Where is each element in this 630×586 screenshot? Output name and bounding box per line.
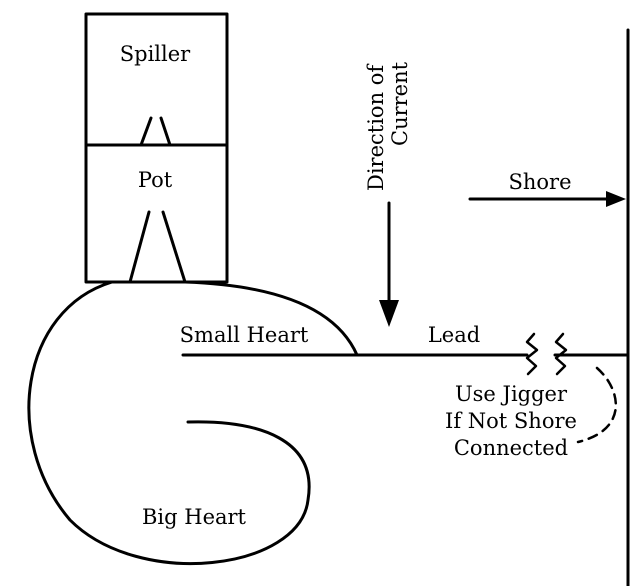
current-arrow-head xyxy=(379,300,399,327)
pot-box xyxy=(84,143,229,284)
shore-label: Shore xyxy=(508,170,571,194)
current-label: Current xyxy=(388,61,412,146)
jigger-break-right xyxy=(554,332,568,376)
big-heart-outline xyxy=(27,280,311,566)
jigger-label-line2: If Not Shore xyxy=(445,409,577,433)
jigger-dashed-hook xyxy=(576,366,617,444)
pot-label: Pot xyxy=(138,168,173,192)
spiller-box xyxy=(84,12,229,147)
spiller-label: Spiller xyxy=(120,42,191,66)
small-heart-outline xyxy=(183,280,359,357)
small-heart-label: Small Heart xyxy=(180,323,309,347)
big-heart-label: Big Heart xyxy=(142,505,247,529)
lead-label: Lead xyxy=(428,323,480,347)
pot-funnel xyxy=(128,210,187,284)
direction-label: Direction of xyxy=(364,63,388,191)
jigger-label-line1: Use Jigger xyxy=(455,382,568,406)
jigger-label-line3: Connected xyxy=(454,436,568,460)
shore-arrow-head xyxy=(606,191,626,207)
jigger-break-left xyxy=(525,332,539,376)
spiller-funnel xyxy=(139,116,172,147)
